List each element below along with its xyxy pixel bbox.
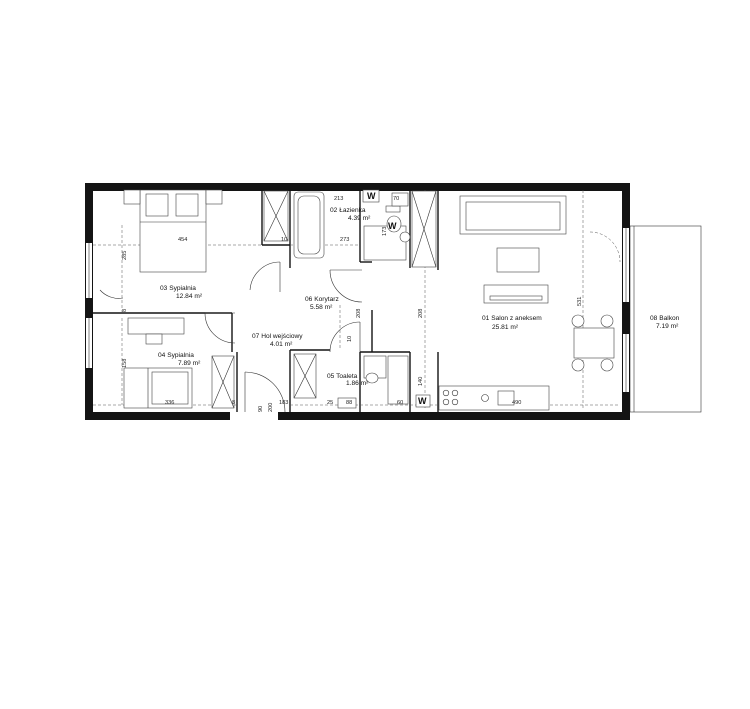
room-02-label: 02 Łazienka	[330, 207, 366, 214]
dimension-208-kitchen: 208	[418, 309, 424, 318]
room-08-label: 08 Balkon	[650, 315, 680, 322]
dimension-140: 140	[418, 377, 424, 386]
dimension-490: 490	[512, 400, 521, 406]
dimension-10-bath: 10	[281, 237, 287, 243]
room-06-label: 06 Korytarz	[305, 296, 339, 303]
room-07-area: 4.01 m²	[270, 341, 293, 348]
room-05-area: 1.86 m²	[346, 380, 369, 387]
dimension-25: 25	[327, 400, 333, 406]
washer-marker-dryer: W	[388, 221, 397, 231]
dimension-90: 90	[258, 406, 264, 412]
dimension-285: 285	[122, 251, 128, 260]
room-07-label: 07 Hol wejściowy	[252, 333, 303, 340]
washer-marker-top: W	[367, 191, 376, 201]
dimension-8-left: 8	[122, 309, 128, 312]
dimension-10-corridor: 10	[347, 336, 353, 342]
room-03-label: 03 Sypialnia	[160, 285, 196, 292]
coffee-table	[496, 247, 540, 273]
dimension-273: 273	[340, 237, 349, 243]
room-08-area: 7.19 m²	[656, 323, 679, 330]
room-06-area: 5.58 m²	[310, 304, 333, 311]
room-03-area: 12.84 m²	[176, 293, 203, 300]
dimension-200: 200	[268, 403, 274, 412]
bed-room-04	[123, 367, 193, 409]
doors	[99, 231, 621, 413]
room-04-label: 04 Sypialnia	[158, 352, 194, 359]
kitchen-counter	[438, 385, 550, 411]
dimension-173: 173	[382, 227, 388, 236]
sofa	[459, 195, 567, 235]
room-05-label: 05 Toaleta	[327, 373, 358, 380]
room-04-area: 7.89 m²	[178, 360, 201, 367]
wardrobes	[211, 190, 437, 409]
dimension-158: 158	[122, 359, 128, 368]
dimension-454: 454	[178, 237, 187, 243]
dimension-88: 88	[346, 400, 352, 406]
dimension-60: 60	[397, 400, 403, 406]
dimension-208-corridor: 208	[356, 309, 362, 318]
desk-room-04	[127, 317, 185, 345]
dining-set	[571, 314, 615, 372]
bathroom-fixtures	[293, 191, 411, 409]
dimension-213: 213	[334, 196, 343, 202]
tv-unit	[483, 284, 549, 304]
washer-markers: W W W	[362, 189, 431, 408]
dimension-183: 183	[279, 400, 288, 406]
dimension-336: 336	[165, 400, 174, 406]
outer-walls	[85, 183, 630, 420]
dimension-8-bottom: 8	[232, 400, 235, 406]
room-02-area: 4.39 m²	[348, 215, 371, 222]
dimension-70: 70	[393, 196, 399, 202]
bed-room-03	[123, 189, 223, 273]
dimension-531: 531	[577, 297, 583, 306]
room-01-area: 25.81 m²	[492, 324, 519, 331]
room-01-label: 01 Salon z aneksem	[482, 315, 542, 322]
dimension-labels: 454 285 8 10 273 213 70 173 208 208 10 5…	[122, 196, 583, 412]
washer-marker-bottom: W	[418, 396, 427, 406]
room-labels: 01 Salon z aneksem 25.81 m² 02 Łazienka …	[158, 207, 680, 387]
